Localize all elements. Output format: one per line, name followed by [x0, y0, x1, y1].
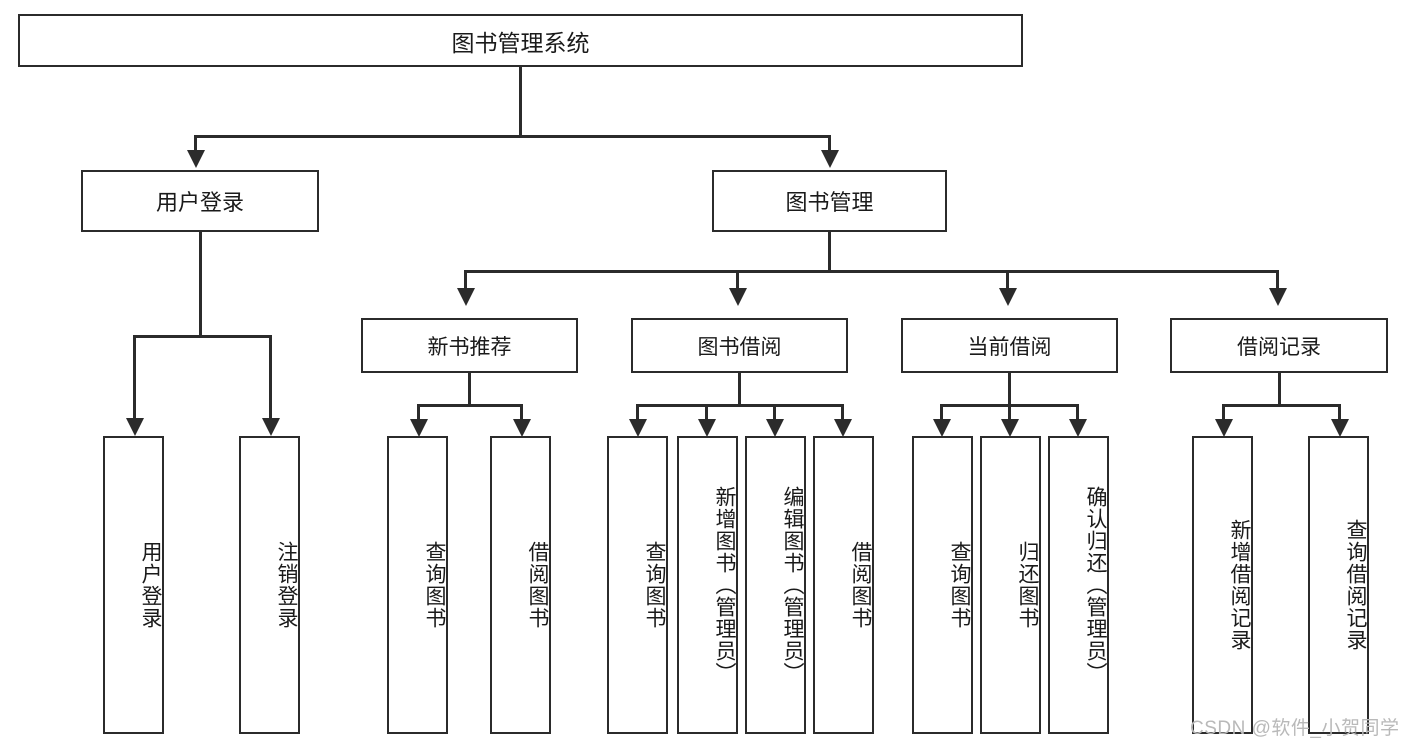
connector-book-borrow-stem [738, 373, 741, 407]
arrow-leaf-return-book [1001, 419, 1019, 437]
node-borrow-record[interactable]: 借阅记录 [1170, 318, 1388, 373]
node-user-login-label: 用户登录 [155, 190, 244, 215]
node-current-borrow[interactable]: 当前借阅 [901, 318, 1118, 373]
connector-new-book-recommend-stem [468, 373, 471, 407]
connector-root-bus [194, 135, 831, 138]
connector-nbr-drop-1 [417, 404, 420, 422]
node-leaf-logout-label: 注销登录 [275, 541, 298, 629]
arrow-leaf-add-record [1215, 419, 1233, 437]
arrow-to-current-borrow [999, 288, 1017, 306]
node-leaf-query-book-1[interactable]: 查询图书 [387, 436, 448, 734]
connector-new-book-recommend-bus [417, 404, 523, 407]
arrow-to-book-borrow [729, 288, 747, 306]
arrow-leaf-confirm-return [1069, 419, 1087, 437]
node-book-borrow-label: 图书借阅 [697, 335, 782, 359]
connector-book-management-stem [828, 232, 831, 272]
connector-to-book-borrow [736, 270, 739, 290]
node-leaf-confirm-return[interactable]: 确认归还（管理员） [1048, 436, 1109, 734]
connector-nbr-drop-2 [520, 404, 523, 422]
connector-to-borrow-record [1276, 270, 1279, 290]
node-leaf-query-book-3-label: 查询图书 [948, 541, 971, 629]
connector-level2-bus [464, 270, 1279, 273]
node-leaf-query-record-label: 查询借阅记录 [1344, 519, 1367, 651]
node-new-book-recommend-label: 新书推荐 [427, 335, 512, 359]
node-leaf-return-book-label: 归还图书 [1016, 541, 1039, 629]
arrow-to-new-book-recommend [457, 288, 475, 306]
arrow-leaf-edit-book [766, 419, 784, 437]
node-leaf-query-book-2-label: 查询图书 [643, 541, 666, 629]
arrow-leaf-user-login [126, 418, 144, 436]
connector-to-new-book-recommend [464, 270, 467, 290]
node-leaf-query-book-1-label: 查询图书 [423, 541, 446, 629]
node-leaf-edit-book[interactable]: 编辑图书（管理员） [745, 436, 806, 734]
node-leaf-add-book[interactable]: 新增图书（管理员） [677, 436, 738, 734]
node-new-book-recommend[interactable]: 新书推荐 [361, 318, 578, 373]
connector-to-user-login [194, 135, 197, 153]
node-book-management-label: 图书管理 [785, 190, 874, 215]
node-current-borrow-label: 当前借阅 [967, 335, 1052, 359]
connector-user-login-bus [133, 335, 272, 338]
node-book-borrow[interactable]: 图书借阅 [631, 318, 848, 373]
connector-user-login-drop-2 [269, 335, 272, 421]
connector-to-book-management [828, 135, 831, 153]
node-user-login[interactable]: 用户登录 [81, 170, 319, 232]
arrow-leaf-query-book-3 [933, 419, 951, 437]
node-leaf-query-record[interactable]: 查询借阅记录 [1308, 436, 1369, 734]
connector-br-drop-1 [1222, 404, 1225, 422]
connector-user-login-stem [199, 232, 202, 337]
node-leaf-query-book-2[interactable]: 查询图书 [607, 436, 668, 734]
connector-current-borrow-stem [1008, 373, 1011, 407]
connector-bb-drop-4 [841, 404, 844, 422]
node-book-management[interactable]: 图书管理 [712, 170, 947, 232]
node-leaf-add-record[interactable]: 新增借阅记录 [1192, 436, 1253, 734]
connector-br-drop-2 [1338, 404, 1341, 422]
node-borrow-record-label: 借阅记录 [1237, 335, 1321, 359]
node-leaf-query-book-3[interactable]: 查询图书 [912, 436, 973, 734]
csdn-watermark: CSDN @软件_小贺同学 [1190, 718, 1400, 739]
node-root-label: 图书管理系统 [451, 29, 590, 56]
node-root[interactable]: 图书管理系统 [18, 14, 1023, 67]
connector-cb-drop-3 [1076, 404, 1079, 422]
arrow-to-borrow-record [1269, 288, 1287, 306]
arrow-leaf-borrow-book-1 [513, 419, 531, 437]
node-leaf-borrow-book-2[interactable]: 借阅图书 [813, 436, 874, 734]
node-leaf-add-record-label: 新增借阅记录 [1228, 519, 1251, 651]
connector-bb-drop-1 [636, 404, 639, 422]
node-leaf-borrow-book-1-label: 借阅图书 [526, 541, 549, 629]
node-leaf-borrow-book-1[interactable]: 借阅图书 [490, 436, 551, 734]
arrow-to-user-login [187, 150, 205, 168]
node-leaf-return-book[interactable]: 归还图书 [980, 436, 1041, 734]
node-leaf-borrow-book-2-label: 借阅图书 [849, 541, 872, 629]
arrow-leaf-logout [262, 418, 280, 436]
connector-borrow-record-bus [1222, 404, 1340, 407]
node-leaf-confirm-return-label: 确认归还（管理员） [1084, 486, 1107, 684]
connector-bb-drop-2 [705, 404, 708, 422]
node-leaf-user-login-label: 用户登录 [139, 541, 162, 629]
connector-bb-drop-3 [773, 404, 776, 422]
arrow-leaf-add-book [698, 419, 716, 437]
connector-to-current-borrow [1006, 270, 1009, 290]
arrow-leaf-query-book-2 [629, 419, 647, 437]
connector-book-borrow-bus [636, 404, 844, 407]
connector-cb-drop-1 [940, 404, 943, 422]
node-leaf-user-login[interactable]: 用户登录 [103, 436, 164, 734]
arrow-leaf-query-book-1 [410, 419, 428, 437]
arrow-leaf-query-record [1331, 419, 1349, 437]
connector-borrow-record-stem [1278, 373, 1281, 407]
node-leaf-edit-book-label: 编辑图书（管理员） [781, 486, 804, 684]
connector-root-stem [519, 67, 522, 137]
node-leaf-add-book-label: 新增图书（管理员） [713, 486, 736, 684]
connector-cb-drop-2 [1008, 404, 1011, 422]
node-leaf-logout[interactable]: 注销登录 [239, 436, 300, 734]
arrow-leaf-borrow-book-2 [834, 419, 852, 437]
arrow-to-book-management [821, 150, 839, 168]
connector-user-login-drop-1 [133, 335, 136, 421]
